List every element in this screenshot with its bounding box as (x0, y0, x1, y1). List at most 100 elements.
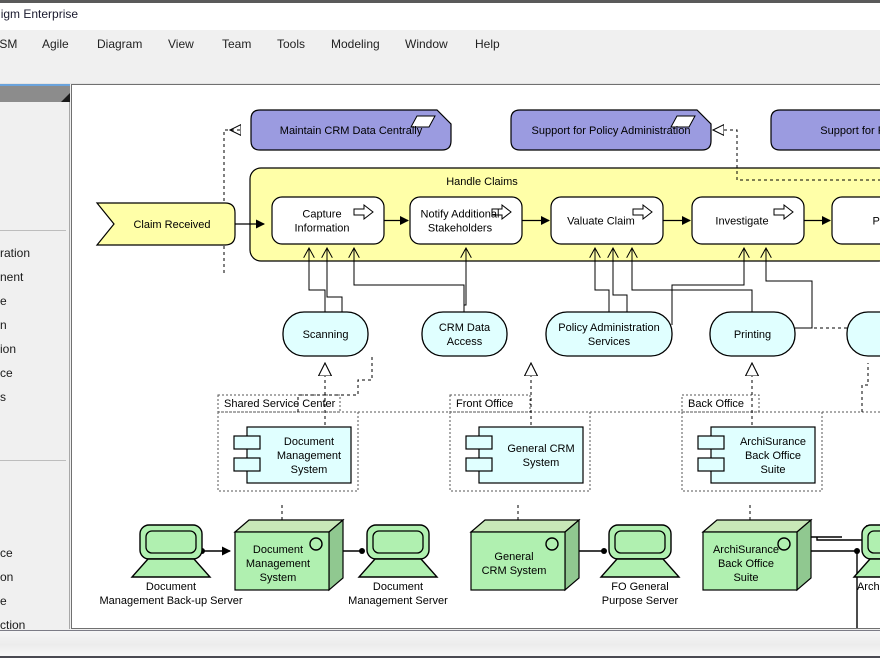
device-stand (357, 558, 439, 578)
palette-item[interactable]: ion (0, 342, 17, 356)
palette-item[interactable]: e (0, 594, 7, 608)
technology-device[interactable] (599, 524, 681, 578)
node-side-face (328, 518, 344, 592)
technology-device[interactable] (852, 524, 880, 578)
business-process-label: Valuate Claim (567, 215, 635, 227)
business-process[interactable] (550, 196, 664, 245)
application-component-label: General CRM (507, 443, 574, 455)
menu-item-view[interactable]: View (168, 37, 194, 51)
application-component[interactable] (465, 426, 584, 484)
status-bar (0, 630, 880, 658)
business-process-label: Pay (873, 215, 880, 227)
palette-item[interactable]: s (0, 390, 6, 404)
business-process-label: Notify Additional (421, 208, 500, 220)
palette-item[interactable]: n (0, 318, 7, 332)
technology-node-label: Back Office (718, 558, 774, 570)
serving-relation (595, 248, 610, 312)
component-body[interactable] (246, 426, 352, 484)
palette-item[interactable]: e (0, 294, 7, 308)
business-process-shape[interactable] (831, 196, 880, 245)
process-arrow-icon (773, 203, 794, 221)
palette-item[interactable]: ce (0, 366, 13, 380)
process-arrow-icon (632, 203, 653, 221)
motivation-element[interactable] (250, 109, 452, 151)
application-component[interactable] (233, 426, 352, 484)
business-process[interactable] (691, 196, 805, 245)
application-service-label: CRM Data (439, 322, 491, 334)
toolbar-strip (0, 58, 880, 84)
business-process[interactable] (271, 196, 385, 245)
application-service[interactable] (421, 311, 508, 357)
business-process[interactable] (831, 196, 880, 245)
application-service[interactable] (545, 311, 673, 357)
device-screen-inner (145, 530, 197, 554)
menu-item-team[interactable]: Team (222, 37, 252, 51)
device-screen-inner (867, 530, 880, 554)
serving-relation (671, 248, 744, 325)
menu-bar: TSM Agile Diagram View Team Tools Modeling Wind… (0, 30, 880, 58)
application-service-label: Policy Administration (558, 322, 660, 334)
application-component-label: Back Office (745, 450, 801, 462)
palette-item[interactable]: ction (0, 618, 26, 632)
menu-item-window[interactable]: Window (405, 37, 448, 51)
application-service[interactable] (709, 311, 796, 357)
application-component-label: ArchiSurance (740, 436, 806, 448)
menu-item-agile[interactable]: Agile (42, 37, 69, 51)
requirement-icon (410, 115, 436, 128)
technology-device-label: Document (373, 581, 423, 593)
application-service-label: Scanning (303, 329, 349, 341)
business-process-shape[interactable] (271, 196, 385, 245)
palette-panel-header[interactable] (0, 84, 70, 102)
technology-node[interactable] (701, 518, 813, 592)
node-icon (309, 537, 323, 551)
technology-device-label: Management Server (348, 595, 448, 607)
component-body[interactable] (710, 426, 816, 484)
grouping-label: Shared Service Center (224, 398, 336, 410)
palette-item[interactable]: ration (0, 246, 31, 260)
menu-item-modeling[interactable]: Modeling (331, 37, 380, 51)
business-process-label: Stakeholders (428, 222, 493, 234)
node-icon (777, 537, 791, 551)
menu-item-diagram[interactable]: Diagram (97, 37, 143, 51)
component-body[interactable] (478, 426, 584, 484)
menu-item-tsm[interactable]: TSM (0, 37, 18, 51)
application-service[interactable] (846, 311, 880, 357)
component-tab (465, 435, 493, 450)
application-service[interactable] (282, 311, 369, 357)
serving-relation (354, 248, 465, 312)
application-component[interactable] (697, 426, 816, 484)
motivation-shape[interactable] (770, 109, 880, 151)
component-tab (233, 457, 261, 472)
component-tab (465, 457, 493, 472)
palette-item[interactable]: on (0, 570, 14, 584)
technology-node[interactable] (233, 518, 345, 592)
serving-relation (309, 248, 326, 312)
motivation-shape[interactable] (250, 109, 452, 151)
business-event[interactable] (95, 202, 236, 246)
technology-device-label: FO General (611, 581, 668, 593)
technology-node[interactable] (469, 518, 581, 592)
motivation-shape[interactable] (510, 109, 712, 151)
technology-node-label: Management (246, 558, 310, 570)
device-stand (599, 558, 681, 578)
technology-node-label: Document (253, 544, 303, 556)
business-event-label: Claim Received (133, 219, 210, 231)
realization-relation (724, 129, 880, 181)
panel-collapse-icon[interactable] (61, 93, 70, 102)
motivation-element[interactable] (510, 109, 712, 151)
business-process[interactable] (409, 196, 523, 245)
realization-relation (223, 129, 240, 273)
application-component-label: Document (284, 436, 334, 448)
technology-device[interactable] (357, 524, 439, 578)
technology-device[interactable] (130, 524, 212, 578)
palette-item[interactable]: nent (0, 270, 24, 284)
menu-item-help[interactable]: Help (475, 37, 500, 51)
window-title: al Paradigm Enterprise (0, 7, 79, 21)
motivation-label: Support for Policy Administration (532, 125, 691, 137)
palette-item[interactable]: ce (0, 546, 13, 560)
motivation-element[interactable] (770, 109, 880, 151)
menu-item-tools[interactable]: Tools (277, 37, 306, 51)
business-process-shape[interactable] (409, 196, 523, 245)
